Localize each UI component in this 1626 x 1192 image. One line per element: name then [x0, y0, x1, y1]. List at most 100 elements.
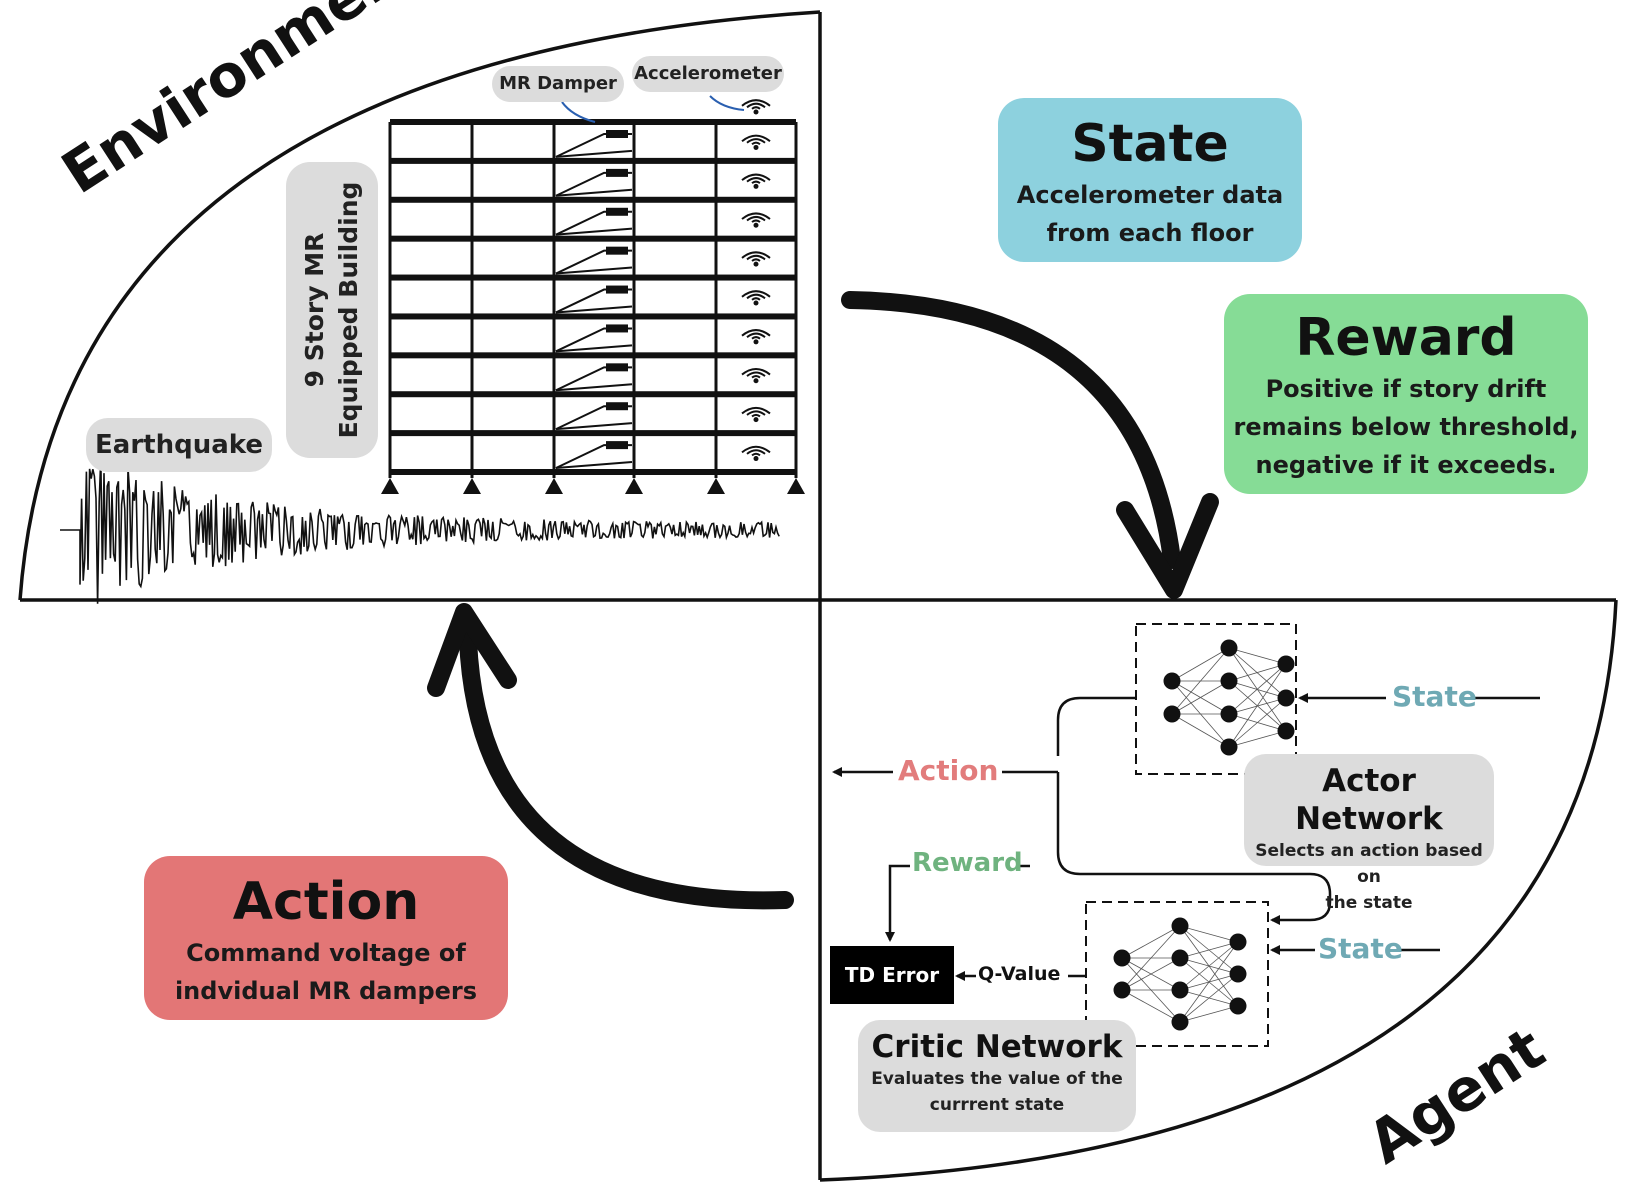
sensor-wave	[746, 177, 766, 183]
actor-state-label: State	[1392, 680, 1477, 713]
damper-brace	[555, 266, 633, 275]
sensor-wave	[741, 173, 771, 181]
nn-node	[1229, 965, 1247, 983]
support-icon	[707, 478, 725, 494]
wifi-sensor-icon	[741, 251, 771, 267]
agent-connectors	[832, 693, 1540, 981]
damper-cylinder	[606, 402, 628, 411]
sensor-dot	[753, 144, 759, 150]
nn-node	[1220, 672, 1238, 690]
sensor-dot	[753, 183, 759, 189]
damper-cylinder	[606, 363, 628, 372]
nn-edge	[1228, 730, 1287, 748]
floor-beam	[390, 469, 796, 475]
floor-beam	[390, 157, 796, 164]
sensor-wave	[746, 138, 766, 144]
damper-cylinder	[606, 324, 628, 333]
critic-network-title: Critic Network	[871, 1029, 1123, 1065]
nn-edge	[1121, 925, 1181, 959]
critic-network-desc-line1: Evaluates the value of the	[871, 1069, 1123, 1089]
actor-network-desc-line2: the state	[1325, 893, 1413, 913]
floor-beam	[390, 196, 796, 203]
nn-node	[1113, 949, 1131, 967]
wifi-sensor-icon	[741, 367, 771, 384]
nn-edge	[1228, 663, 1287, 682]
nn-edge	[1228, 697, 1287, 748]
nn-edge	[1171, 647, 1230, 682]
wifi-sensor-icon	[741, 134, 771, 150]
support-icon	[545, 478, 563, 494]
sensor-wave	[751, 106, 761, 110]
wifi-sensor-icon	[741, 406, 771, 423]
sensor-dot	[753, 109, 759, 115]
support-icon	[625, 478, 643, 494]
wifi-sensor-icon	[741, 173, 771, 189]
damper-cylinder	[606, 285, 628, 294]
sensor-wave	[741, 367, 771, 376]
sensor-dot	[753, 417, 759, 423]
nn-node	[1220, 738, 1238, 756]
sensor-wave	[751, 413, 761, 418]
damper-brace	[555, 344, 633, 353]
quadrant-frame	[18, 10, 1618, 1182]
nn-edge	[1179, 941, 1239, 1023]
nn-edge	[1179, 941, 1239, 991]
earthquake-label: Earthquake	[86, 418, 272, 472]
sensor-wave	[746, 102, 766, 109]
nn-node	[1171, 917, 1189, 935]
support-icon	[787, 478, 805, 494]
accelerometer-pointer	[709, 95, 745, 111]
sensor-wave	[741, 290, 771, 298]
nn-edge	[1179, 925, 1239, 943]
state-title: State	[1071, 114, 1229, 174]
sensor-wave	[746, 449, 766, 455]
reward-box: Reward Positive if story drift remains b…	[1224, 294, 1588, 494]
nn-node	[1171, 981, 1189, 999]
sensor-wave	[741, 99, 771, 107]
nn-edge	[1171, 680, 1230, 715]
critic-network-card: Critic Network Evaluates the value of th…	[858, 1020, 1136, 1132]
nn-edge	[1179, 1005, 1239, 1023]
sensor-wave	[746, 371, 766, 377]
nn-node	[1277, 689, 1295, 707]
nn-edge	[1228, 647, 1287, 699]
action-label: Action	[898, 754, 999, 787]
nn-edge	[1121, 925, 1181, 991]
nn-node	[1163, 705, 1181, 723]
sensor-wave	[751, 180, 761, 184]
reward-desc-line2: remains below threshold,	[1233, 413, 1579, 441]
action-title: Action	[232, 872, 420, 932]
wifi-sensor-icon	[741, 445, 771, 462]
nn-edge	[1121, 957, 1181, 991]
damper-brace	[555, 188, 633, 197]
td-error-label: TD Error	[844, 963, 940, 987]
support-icon	[463, 478, 481, 494]
action-desc-line2: indvidual MR dampers	[174, 977, 478, 1005]
damper-brace	[555, 461, 633, 469]
reward-desc-line1: Positive if story drift	[1265, 375, 1547, 403]
damper-brace	[555, 227, 633, 236]
sensor-wave	[751, 141, 761, 146]
floor-beam	[390, 352, 796, 359]
nn-node	[1171, 949, 1189, 967]
actor-network-graph	[1163, 639, 1295, 756]
damper-brace	[555, 383, 633, 392]
nn-edge	[1171, 647, 1230, 715]
sensor-wave	[741, 212, 771, 220]
floor-beam	[390, 391, 796, 398]
nn-node	[1277, 655, 1295, 673]
floor-beam	[390, 235, 796, 242]
cycle-arrow-action	[427, 603, 794, 910]
critic-network-frame	[1085, 901, 1269, 1047]
reward-label: Reward	[912, 848, 1023, 878]
nn-node	[1220, 705, 1238, 723]
sensor-wave	[741, 251, 771, 259]
state-desc-line1: Accelerometer data	[1016, 181, 1284, 209]
sensor-wave	[746, 410, 766, 416]
floor-beam	[390, 274, 796, 281]
damper-cylinder	[606, 168, 628, 177]
wifi-sensor-icon	[741, 99, 771, 115]
